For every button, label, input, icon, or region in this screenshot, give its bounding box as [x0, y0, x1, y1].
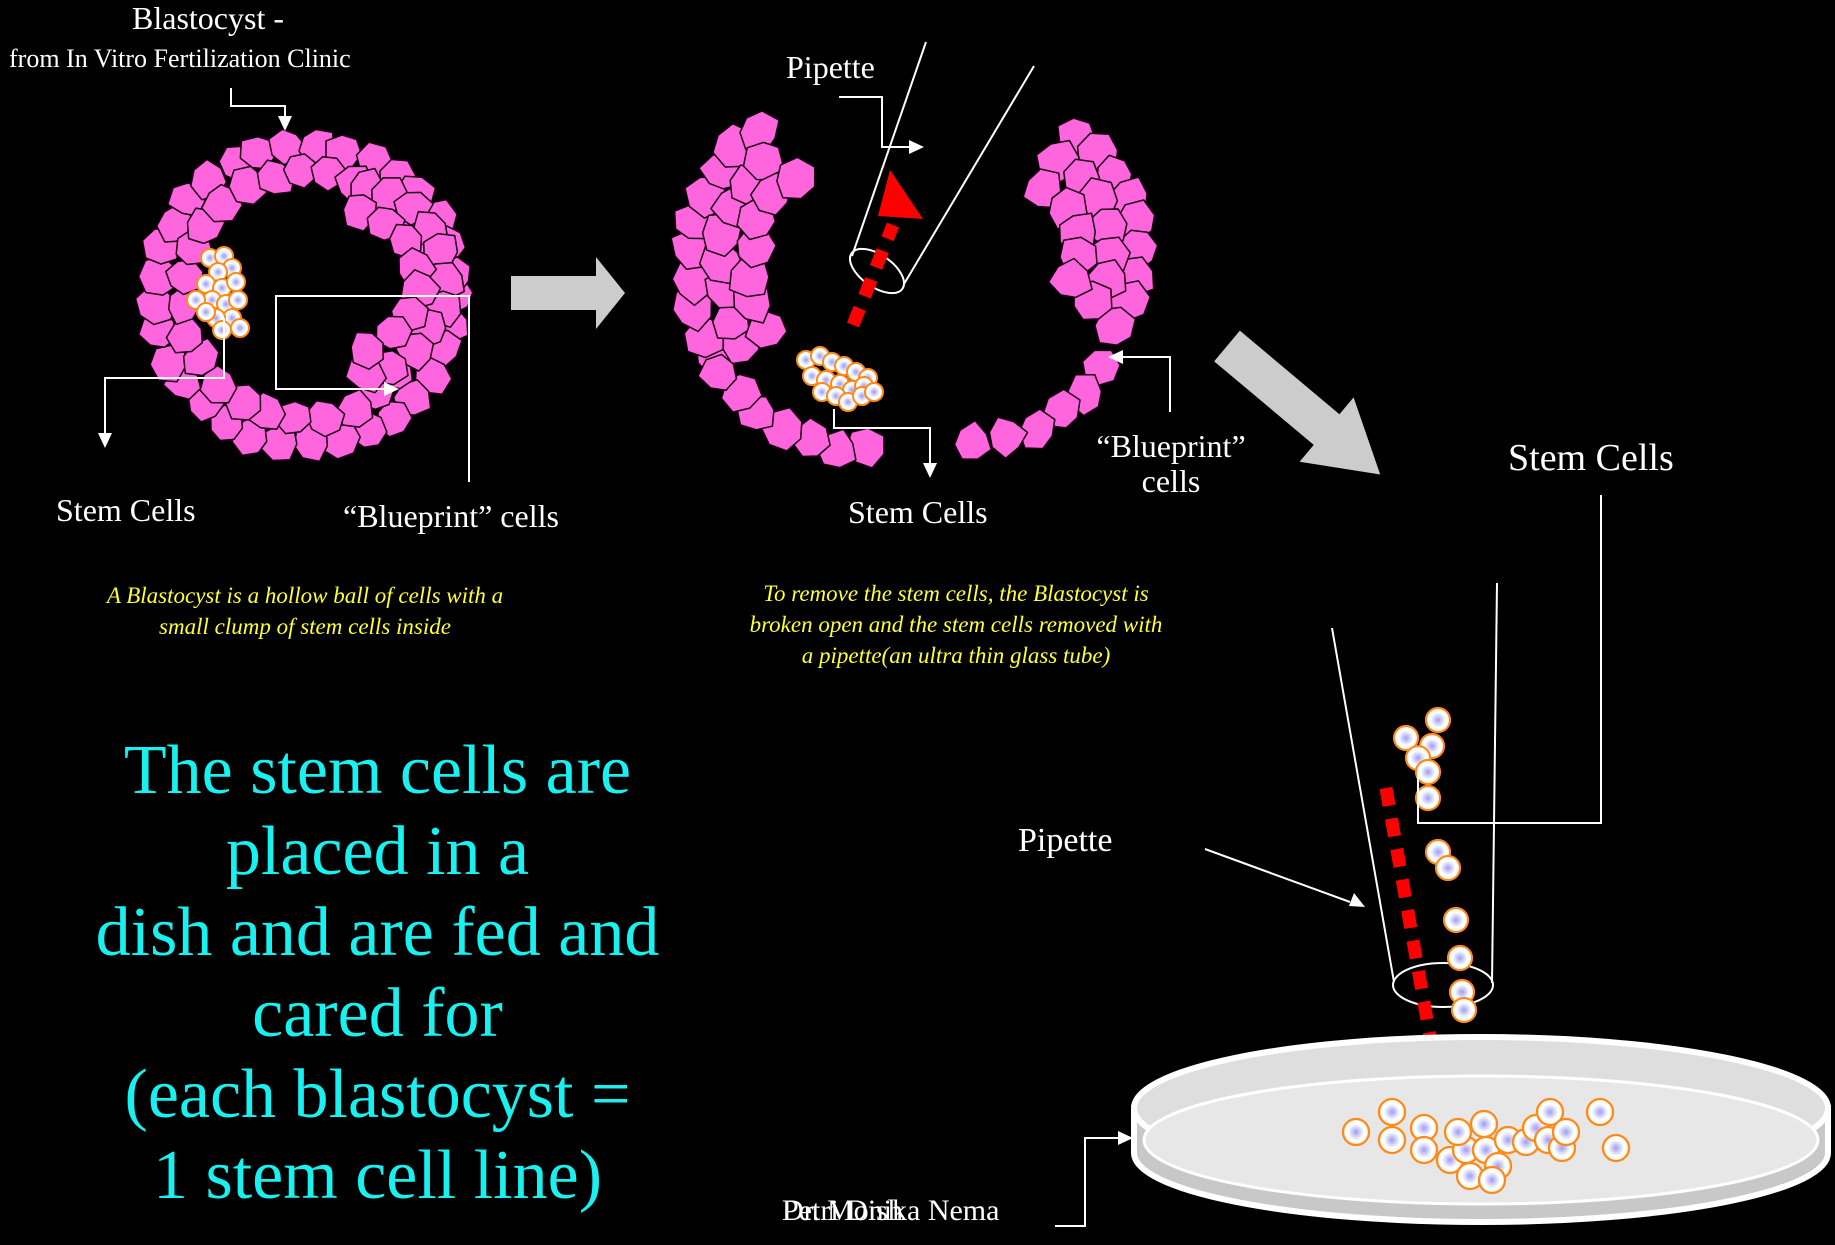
- stem-cell: [1603, 1135, 1629, 1161]
- label-blastocyst-title: Blastocyst -: [132, 0, 284, 37]
- stem-cell: [1471, 1111, 1497, 1137]
- label-stem-cells-2: Stem Cells: [848, 494, 988, 531]
- caption-removal: To remove the stem cells, the Blastocyst…: [676, 578, 1236, 671]
- stem-cell: [1479, 1167, 1505, 1193]
- label-blueprint-2-line1: “Blueprint”: [1076, 428, 1266, 465]
- stem-cell: [1343, 1119, 1369, 1145]
- stem-cell: [1444, 908, 1468, 932]
- leader-petri-dish: [1055, 1138, 1125, 1226]
- label-blastocyst-source: from In Vitro Fertilization Clinic: [9, 44, 351, 74]
- caption-blastocyst-line1: A Blastocyst is a hollow ball of cells w…: [40, 580, 570, 611]
- flow-arrow-up: [853, 170, 923, 325]
- stem-cell: [865, 383, 883, 401]
- leader-blueprint-2: [1120, 357, 1170, 412]
- stem-cell: [1436, 856, 1460, 880]
- stem-cell: [1448, 946, 1472, 970]
- stem-cell: [1452, 998, 1476, 1022]
- leader-blastocyst: [231, 88, 285, 118]
- stem-cell: [1553, 1119, 1579, 1145]
- stem-cells-in-pipette: [1394, 708, 1476, 1022]
- blastomere-cell: [989, 417, 1027, 458]
- stem-cell: [229, 291, 247, 309]
- main-line5: (each blastocyst =: [30, 1054, 725, 1135]
- caption-blastocyst-line2: small clump of stem cells inside: [40, 611, 570, 642]
- leader-stem-cells-3: [1418, 495, 1601, 823]
- stem-cell: [1445, 1119, 1471, 1145]
- caption-blastocyst: A Blastocyst is a hollow ball of cells w…: [40, 580, 570, 642]
- stem-cell: [197, 303, 215, 321]
- stem-cell: [1426, 708, 1450, 732]
- stem-cell: [1416, 786, 1440, 810]
- label-pipette-2: Pipette: [1018, 822, 1112, 860]
- label-stem-cells-3: Stem Cells: [1508, 436, 1674, 480]
- main-statement: The stem cells are placed in a dish and …: [30, 730, 725, 1216]
- main-line6: 1 stem cell line): [30, 1135, 725, 1216]
- caption-removal-line2: broken open and the stem cells removed w…: [676, 609, 1236, 640]
- blastomere-cell: [955, 421, 992, 460]
- stem-cell: [213, 321, 231, 339]
- main-line3: dish and are fed and: [30, 892, 725, 973]
- blastocyst-broken-open: [671, 111, 1158, 468]
- caption-removal-line3: a pipette(an ultra thin glass tube): [676, 640, 1236, 671]
- main-line2: placed in a: [30, 811, 725, 892]
- label-blueprint-cells-2: “Blueprint” cells: [1076, 428, 1266, 500]
- main-line4: cared for: [30, 973, 725, 1054]
- leader-pipette-1: [839, 97, 912, 147]
- label-pipette-1: Pipette: [786, 49, 875, 86]
- label-stem-cells-1: Stem Cells: [56, 492, 196, 529]
- blastomere-cell: [777, 157, 815, 198]
- blastomere-cell: [1019, 409, 1055, 449]
- stem-cell: [231, 319, 249, 337]
- stem-cell: [1379, 1127, 1405, 1153]
- label-blueprint-2-line2: cells: [1076, 463, 1266, 500]
- stem-cell: [1587, 1099, 1613, 1125]
- main-line1: The stem cells are: [30, 730, 725, 811]
- leader-pipette-2: [1205, 849, 1350, 902]
- stem-cell-cluster-exposed: [797, 347, 883, 411]
- stem-cell: [1379, 1099, 1405, 1125]
- stem-cell: [1411, 1137, 1437, 1163]
- process-arrow-right: [511, 257, 625, 329]
- stem-cell: [1416, 760, 1440, 784]
- caption-removal-line1: To remove the stem cells, the Blastocyst…: [676, 578, 1236, 609]
- label-blueprint-cells-1: “Blueprint” cells: [343, 498, 559, 535]
- label-author: Dr. Monika Nema: [782, 1194, 999, 1228]
- stem-cell: [227, 273, 245, 291]
